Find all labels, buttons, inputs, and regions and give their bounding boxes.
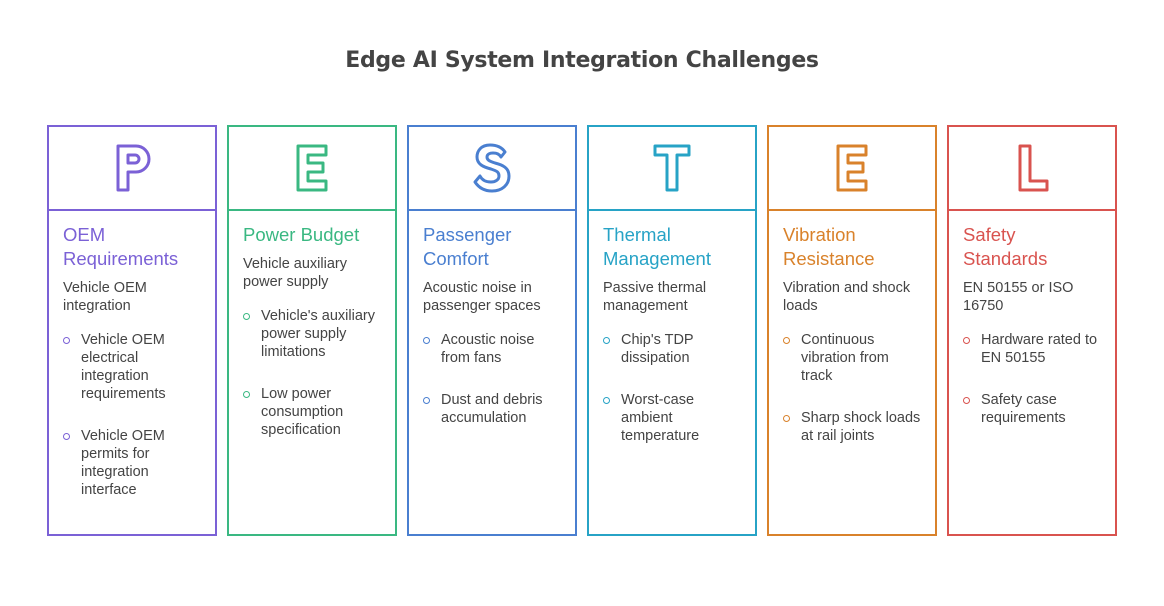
bullet-text: Worst-case ambient temperature xyxy=(621,392,700,444)
bullet-text: Vehicle OEM permits for integration inte… xyxy=(81,428,165,498)
letter-e-icon: E xyxy=(836,144,868,192)
bullet-text: Hardware rated to EN 50155 xyxy=(981,332,1098,366)
bullet-text: Vehicle's auxiliary power supply limitat… xyxy=(261,308,375,360)
column-heading: Power Budget xyxy=(243,224,360,245)
bullet-item: Worst-case ambient temperature xyxy=(603,391,743,445)
column-subtitle: Vibration and shock loads xyxy=(783,280,911,314)
bullet-item: Low power consumption specification xyxy=(243,385,383,439)
column-heading: Safety Standards xyxy=(963,224,1048,269)
column-subtitle: EN 50155 or ISO 16750 xyxy=(963,280,1074,314)
page-title: Edge AI System Integration Challenges xyxy=(345,48,819,73)
column-subtitle: Vehicle auxiliary power supply xyxy=(243,256,347,290)
letter-box: E xyxy=(229,127,395,211)
bullet-dot-icon xyxy=(63,433,70,440)
letter-e-icon: E xyxy=(296,144,328,192)
bullet-dot-icon xyxy=(243,313,250,320)
letter-p-icon: P xyxy=(116,144,151,192)
column-heading: OEM Requirements xyxy=(63,224,179,269)
bullet-dot-icon xyxy=(243,391,250,398)
bullet-item: Chip's TDP dissipation xyxy=(603,331,743,367)
column-heading: Vibration Resistance xyxy=(783,224,875,269)
bullet-item: Continuous vibration from track xyxy=(783,331,923,385)
bullet-dot-icon xyxy=(603,397,610,404)
bullet-dot-icon xyxy=(963,397,970,404)
letter-box: E xyxy=(769,127,935,211)
column-subtitle: Vehicle OEM integration xyxy=(63,280,147,314)
letter-box: S xyxy=(409,127,575,211)
bullet-item: Vehicle's auxiliary power supply limitat… xyxy=(243,307,383,361)
letter-s-icon: S xyxy=(473,143,511,193)
bullet-text: Vehicle OEM electrical integration requi… xyxy=(81,332,166,402)
bullet-text: Sharp shock loads at rail joints xyxy=(801,410,921,444)
column-heading: Thermal Management xyxy=(603,224,711,269)
column-subtitle: Passive thermal management xyxy=(603,280,707,314)
letter-box: P xyxy=(49,127,215,211)
column-subtitle: Acoustic noise in passenger spaces xyxy=(423,280,541,314)
bullet-dot-icon xyxy=(63,337,70,344)
column-heading: Passenger Comfort xyxy=(423,224,512,269)
letter-l-icon: L xyxy=(1018,144,1049,192)
bullet-text: Dust and debris accumulation xyxy=(441,392,543,426)
bullet-text: Acoustic noise from fans xyxy=(441,332,535,366)
bullet-dot-icon xyxy=(783,337,790,344)
bullet-dot-icon xyxy=(423,337,430,344)
bullet-item: Vehicle OEM electrical integration requi… xyxy=(63,331,203,403)
bullet-item: Hardware rated to EN 50155 xyxy=(963,331,1103,367)
bullet-text: Chip's TDP dissipation xyxy=(621,332,694,366)
letter-box: L xyxy=(949,127,1115,211)
bullet-dot-icon xyxy=(423,397,430,404)
bullet-item: Sharp shock loads at rail joints xyxy=(783,409,923,445)
bullet-item: Acoustic noise from fans xyxy=(423,331,563,367)
bullet-item: Safety case requirements xyxy=(963,391,1103,427)
bullet-text: Continuous vibration from track xyxy=(801,332,889,384)
bullet-text: Low power consumption specification xyxy=(261,386,344,438)
letter-t-icon: T xyxy=(653,144,691,192)
bullet-dot-icon xyxy=(963,337,970,344)
bullet-dot-icon xyxy=(783,415,790,422)
bullet-dot-icon xyxy=(603,337,610,344)
letter-box: T xyxy=(589,127,755,211)
column-6: L Safety Standards EN 50155 or ISO 16750Ha… xyxy=(947,125,1117,536)
bullet-item: Vehicle OEM permits for integration inte… xyxy=(63,427,203,499)
bullet-item: Dust and debris accumulation xyxy=(423,391,563,427)
bullet-text: Safety case requirements xyxy=(981,392,1066,426)
